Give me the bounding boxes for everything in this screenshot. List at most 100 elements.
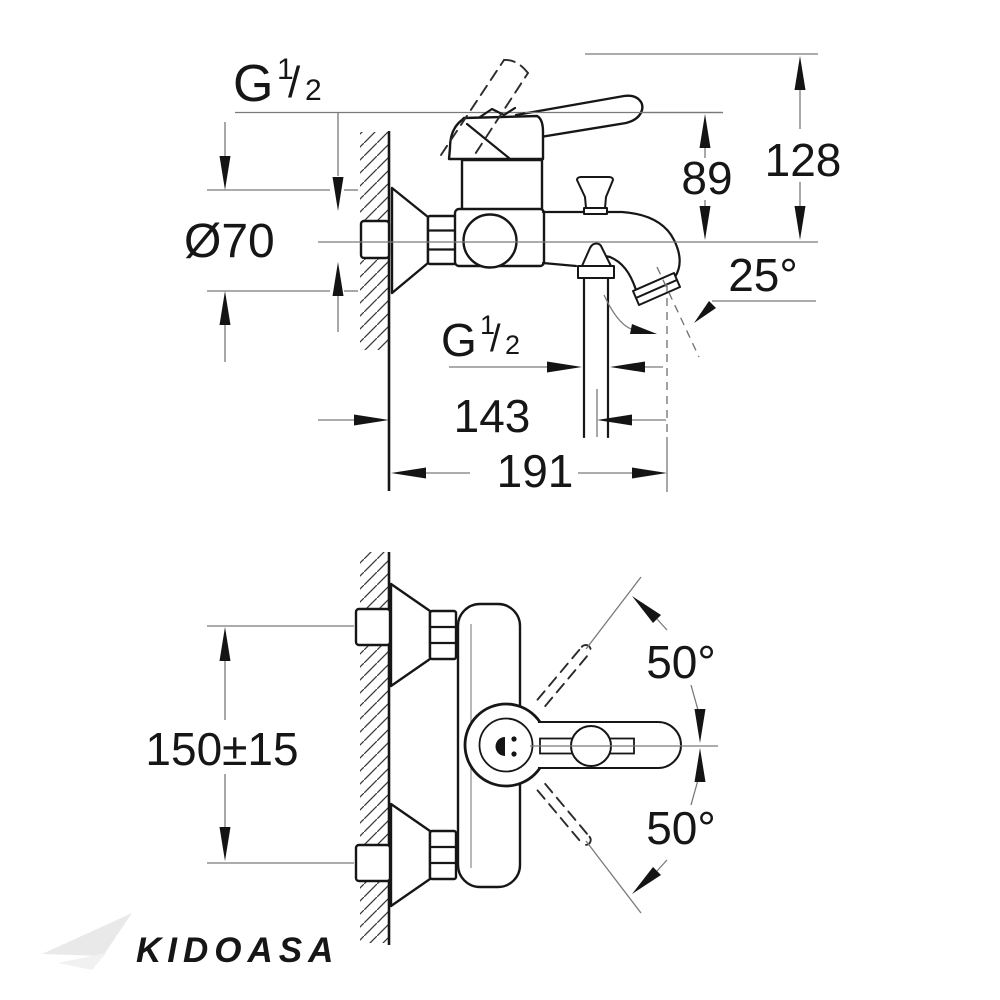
- leader-arrowhead: [694, 301, 716, 323]
- arrowhead-up: [794, 56, 806, 90]
- arrowhead-right: [547, 361, 582, 373]
- label-thread-top-g: G: [233, 55, 273, 113]
- flow-arrowhead: [630, 324, 657, 334]
- dashed-lever-edge: [536, 645, 583, 701]
- label-191: 191: [497, 445, 574, 497]
- arrowhead-up: [699, 114, 711, 148]
- dashed-lever-edge: [544, 652, 591, 708]
- valve-boss-circle: [462, 213, 518, 269]
- union-hex-nut: [428, 829, 458, 881]
- side-view-dimensions: G 1 / 2 Ø70 89: [184, 53, 841, 497]
- label-25deg: 25°: [728, 249, 798, 301]
- arrowhead-down: [219, 156, 231, 190]
- arrowhead-down: [332, 177, 344, 211]
- spray-direction-line: [656, 266, 700, 358]
- diverter-knob: [576, 176, 614, 209]
- hinge-detail: [478, 106, 517, 119]
- shower-outlet-cap: [581, 242, 612, 267]
- dimension-center-distance: 150±15: [145, 627, 299, 861]
- raised-handle-dashed-edge: [465, 72, 529, 169]
- spout-inner-curve: [603, 254, 638, 292]
- handle-cap: [447, 114, 545, 161]
- top-view: [207, 552, 718, 945]
- arrowhead-down: [219, 827, 231, 861]
- label-thread-bottom-num: 1: [480, 310, 495, 340]
- arrowhead-up: [694, 748, 706, 782]
- dimension-191: 191: [391, 284, 668, 497]
- watermark-text: KIDOASA: [136, 931, 339, 970]
- angle-ray: [585, 576, 642, 650]
- hub-inner-circle: [478, 717, 534, 773]
- label-thread-top-num: 1: [277, 53, 294, 86]
- dimension-89: 89: [525, 111, 733, 240]
- dimension-swing-down: 50°: [585, 748, 716, 914]
- arc-stub: [656, 618, 668, 631]
- dimension-thread-bottom: G 1 / 2: [441, 310, 663, 373]
- spout-underside: [541, 261, 578, 268]
- arc-stub: [690, 779, 699, 806]
- arrowhead-up: [219, 627, 231, 661]
- upper-inlet-assembly: [354, 582, 458, 688]
- inlet-union-assembly: [359, 186, 464, 295]
- top-view-dimensions: 150±15 50° 50°: [145, 576, 716, 914]
- dimension-143: 143: [318, 389, 666, 442]
- hub-dot: [511, 751, 517, 757]
- angle-ray: [585, 840, 642, 914]
- arrowhead-down: [794, 206, 806, 240]
- wall-inlet-fitting: [354, 843, 392, 883]
- arrowhead-right: [354, 414, 389, 426]
- dashed-lever-edge: [544, 782, 591, 838]
- arrowhead-left: [391, 467, 426, 479]
- label-thread-bottom-den: 2: [505, 330, 520, 360]
- side-view: [235, 59, 818, 491]
- label-143: 143: [454, 390, 531, 442]
- arrowhead-left: [597, 414, 632, 426]
- label-diameter: Ø70: [184, 215, 275, 268]
- arrowhead-down: [699, 206, 711, 240]
- union-hex-nut: [426, 214, 458, 266]
- dimension-spout-angle: 25°: [603, 249, 816, 358]
- hub-keyway-mark: [495, 737, 505, 756]
- lower-inlet-assembly: [354, 802, 458, 908]
- dimension-128: 128: [585, 53, 842, 240]
- spout-aerator-ring: [635, 279, 681, 306]
- mixer-body-side-view: [453, 158, 546, 269]
- arrowhead-up: [219, 291, 231, 325]
- handle-collar-edge: [465, 122, 511, 160]
- arrowhead-up: [332, 262, 344, 296]
- dashed-lever-edge: [536, 789, 583, 845]
- label-thread-bottom-g: G: [441, 314, 477, 366]
- dimension-swing-up: 50°: [585, 576, 716, 743]
- watermark-plane-icon: [42, 913, 132, 956]
- label-thread-bottom-slash: /: [490, 318, 501, 360]
- label-thread-top-slash: /: [288, 58, 301, 107]
- raised-handle-dashed-end: [503, 59, 529, 74]
- label-thread-top-den: 2: [305, 74, 322, 107]
- label-150-15: 150±15: [145, 723, 298, 775]
- arrowhead-on-ray: [632, 596, 661, 623]
- hub-dot: [511, 736, 517, 742]
- mixer-handle-side-view: [440, 59, 644, 169]
- arc-stub: [656, 859, 668, 872]
- lever-handle: [514, 94, 644, 143]
- spout-outer-curve: [541, 210, 681, 279]
- dimension-thread-top: G 1 / 2: [233, 53, 344, 332]
- label-128: 128: [765, 134, 842, 186]
- arrowhead-on-ray: [632, 867, 661, 894]
- label-89: 89: [681, 152, 732, 204]
- wall-inlet-fitting: [354, 607, 392, 647]
- union-hex-nut: [428, 609, 458, 661]
- arrowhead-down: [694, 709, 706, 743]
- arrowhead-left: [610, 361, 645, 373]
- diverter-stem: [583, 207, 608, 215]
- dimension-diameter-70: Ø70: [184, 122, 358, 362]
- arc-stub: [690, 684, 699, 711]
- arrowhead-right: [632, 467, 667, 479]
- raised-handle-dashed-edge: [440, 59, 505, 156]
- shower-outlet-flange: [577, 265, 615, 279]
- label-50-up: 50°: [646, 636, 716, 688]
- label-50-down: 50°: [646, 802, 716, 854]
- wall-inlet-fitting: [359, 219, 391, 260]
